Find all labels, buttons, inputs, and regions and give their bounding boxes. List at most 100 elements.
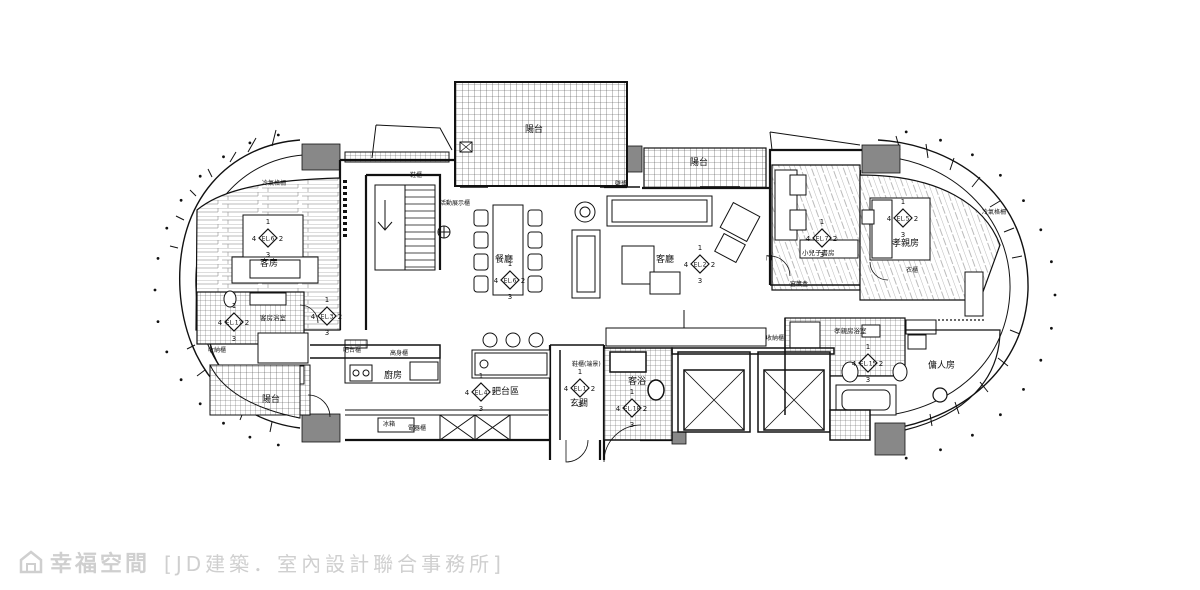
- label-guest-wc: 客浴: [628, 375, 646, 387]
- facade-dot: [276, 133, 280, 137]
- label-maid-room: 傭人房: [928, 359, 955, 371]
- elevation-id: EL.7: [816, 236, 829, 243]
- note-ac-right: 冷氣格柵: [982, 208, 1006, 216]
- elevation-diamond: [500, 270, 520, 290]
- watermark-subtitle: [JD建築．室內設計聯合事務所]: [164, 551, 505, 576]
- note-door: 門: [766, 255, 772, 262]
- elevation-number: 3: [325, 329, 329, 337]
- elevation-number: 3: [630, 421, 634, 429]
- elevation-number: 3: [578, 401, 582, 409]
- balcony-left: [209, 364, 301, 419]
- label-kitchen: 廚房: [384, 369, 402, 381]
- annotation-labels: 冷氣格柵 鞋櫃 活動展示櫃 高身櫃 吧台櫃 冰箱 鞋櫃(端景) 壁爐 冷氣格柵 …: [208, 171, 1006, 432]
- note-fireplace: 壁爐: [615, 180, 627, 188]
- elevation-number: 2: [833, 235, 837, 243]
- elevation-number: 2: [914, 215, 918, 223]
- facade-dot: [198, 174, 202, 178]
- label-dining: 餐廳: [495, 253, 513, 265]
- elevation-id: EL.2: [694, 262, 707, 269]
- stairs: [374, 184, 436, 271]
- facade-dot: [1050, 326, 1053, 330]
- elevator-core: [603, 347, 871, 441]
- note-sliding: 活動展示櫃: [440, 199, 470, 207]
- kitchen: [344, 339, 441, 384]
- elevation-number: 1: [630, 388, 634, 396]
- house-logo-icon: [19, 550, 43, 574]
- elevation-diamond: [317, 306, 337, 326]
- elevation-diamond: [690, 254, 710, 274]
- dining-chair: [473, 209, 489, 227]
- elevation-number: 3: [698, 277, 702, 285]
- facade-dot: [971, 153, 974, 157]
- dining-chair: [527, 231, 543, 249]
- note-shoe-stairs: 鞋櫃: [410, 171, 422, 179]
- label-elder-room: 孝親房: [892, 237, 919, 249]
- balcony-top-right: [643, 147, 767, 189]
- elevation-id: EL.17: [226, 320, 243, 327]
- elevation-number: 2: [643, 405, 647, 413]
- facade-dot: [939, 448, 942, 452]
- elevation-number: 1: [866, 343, 870, 351]
- elevation-number: 1: [578, 368, 582, 376]
- kid-study: [771, 164, 861, 291]
- note-storage-kitchen: 收納櫃: [766, 334, 784, 342]
- elevation-number: 2: [521, 277, 525, 285]
- elevation-diamond: [858, 353, 878, 373]
- elevation-number: 2: [338, 313, 342, 321]
- elevation-number: 3: [266, 251, 270, 259]
- facade-dot: [198, 402, 202, 406]
- watermark: 幸福空間 [JD建築．室內設計聯合事務所]: [18, 548, 505, 577]
- note-beam: 窗簾盒: [790, 280, 808, 288]
- elevation-number: 3: [901, 231, 905, 239]
- elevation-number: 2: [879, 360, 883, 368]
- elevation-number: 3: [866, 376, 870, 384]
- elevation-number: 2: [711, 261, 715, 269]
- elevation-diamond: [893, 208, 913, 228]
- elevation-number: 4: [852, 360, 857, 368]
- note-fridge: 冰箱: [383, 420, 395, 428]
- note-closet-elder: 衣櫃: [906, 266, 918, 274]
- watermark-brand: 幸福空間: [50, 552, 151, 577]
- balcony-top: [454, 81, 628, 187]
- living-furniture: [571, 195, 761, 299]
- elevation-id: EL.3: [321, 314, 334, 321]
- room-labels: 陽台 陽台 客房 客房浴室 陽台 餐廳 客廳 小兒子書房 孝親房 孝親房浴室 傭…: [260, 123, 955, 409]
- elevation-number: 4: [616, 405, 621, 413]
- dining-chair: [473, 231, 489, 249]
- elevation-number: 1: [820, 218, 824, 226]
- elevation-number: 3: [820, 251, 824, 259]
- dining-chair: [527, 253, 543, 271]
- elevation-id: EL.18: [624, 406, 641, 413]
- facade-dots-right: [904, 130, 1057, 460]
- elevation-number: 2: [245, 319, 249, 327]
- facade-dot: [1053, 293, 1057, 297]
- facade-dot: [165, 350, 169, 354]
- bar-counter: [471, 332, 551, 379]
- note-ac-guest: 冷氣格柵: [262, 179, 286, 187]
- elevation-number: 4: [684, 261, 689, 269]
- facade-dot: [248, 435, 252, 439]
- elevation-diamond: [622, 398, 642, 418]
- elevation-number: 3: [479, 405, 483, 413]
- elevation-diamond: [812, 228, 832, 248]
- facade-dot: [179, 198, 183, 202]
- facade-dots-left: [153, 133, 280, 447]
- facade-dot: [1050, 260, 1053, 264]
- elevation-diamond: [471, 382, 491, 402]
- facade-dot: [165, 226, 169, 230]
- elevation-number: 1: [479, 372, 483, 380]
- elevation-number: 4: [311, 313, 316, 321]
- dining-chair: [473, 253, 489, 271]
- elevation-number: 3: [508, 293, 512, 301]
- label-balcony-top: 陽台: [525, 123, 543, 135]
- facade-dot: [179, 378, 183, 382]
- facade-dot: [1039, 228, 1043, 232]
- facade-dot: [222, 421, 225, 425]
- facade-dot: [999, 413, 1002, 417]
